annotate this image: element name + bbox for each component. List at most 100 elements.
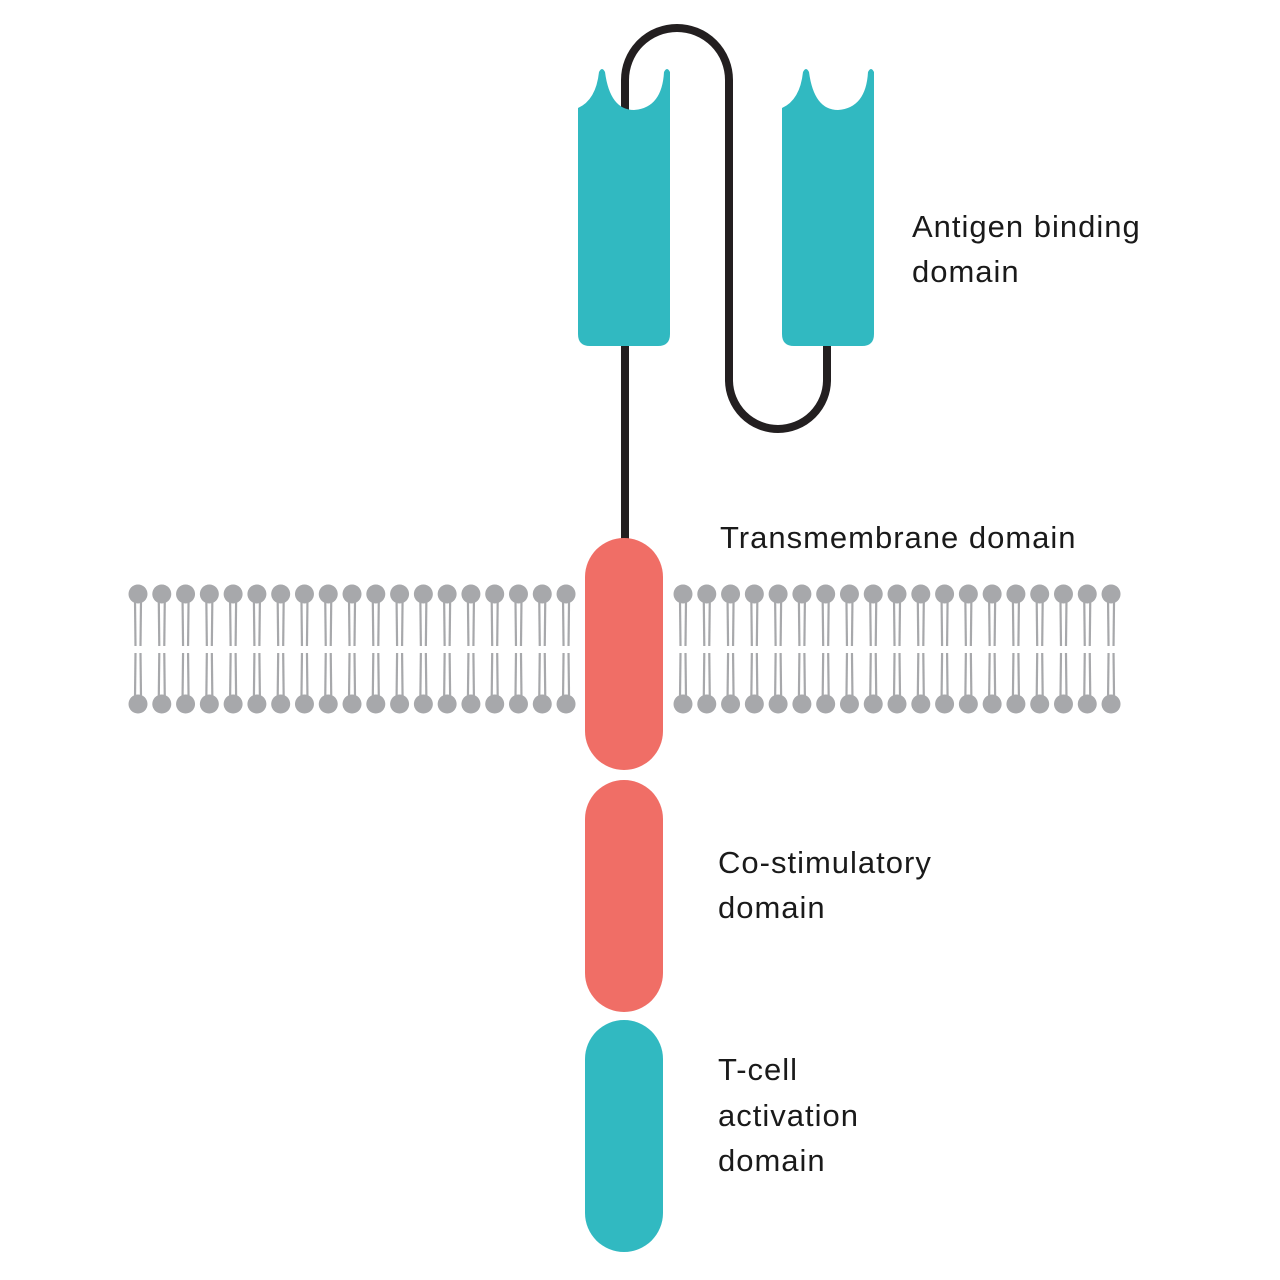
phospholipid bbox=[176, 584, 196, 714]
lipid-head bbox=[152, 584, 172, 604]
lipid-tail bbox=[797, 652, 801, 699]
lipid-tail bbox=[329, 599, 333, 647]
lipid-tail bbox=[1041, 652, 1044, 699]
lipid-tail bbox=[448, 599, 452, 647]
lipid-tail bbox=[774, 652, 777, 699]
lipid-tail bbox=[514, 599, 518, 647]
lipid-head bbox=[485, 694, 505, 714]
phospholipid bbox=[768, 584, 788, 714]
phospholipid bbox=[1101, 584, 1121, 714]
phospholipid bbox=[271, 584, 291, 714]
lipid-head bbox=[318, 584, 338, 604]
lipid-head bbox=[413, 694, 433, 714]
lipid-tail bbox=[300, 599, 304, 647]
lipid-tail bbox=[1106, 599, 1110, 647]
lipid-tail bbox=[1088, 652, 1092, 699]
lipid-head bbox=[697, 694, 717, 714]
lipid-head bbox=[128, 584, 148, 604]
lipid-head bbox=[556, 584, 576, 604]
lipid-tail bbox=[726, 652, 730, 699]
lipid-tail bbox=[1041, 599, 1044, 647]
lipid-tail bbox=[347, 599, 351, 647]
lipid-head bbox=[152, 694, 172, 714]
lipid-tail bbox=[276, 652, 280, 699]
lipid-tail bbox=[133, 652, 137, 699]
lipid-head bbox=[1030, 584, 1050, 604]
lipid-tail bbox=[945, 599, 949, 647]
lipid-tail bbox=[969, 652, 973, 699]
lipid-tail bbox=[1011, 599, 1015, 647]
lipid-tail bbox=[827, 599, 830, 647]
lipid-head bbox=[744, 584, 764, 604]
transmembrane-domain bbox=[585, 538, 663, 770]
lipid-tail bbox=[466, 652, 470, 699]
lipid-tail bbox=[157, 599, 161, 647]
lipid-head bbox=[437, 694, 457, 714]
phospholipid bbox=[839, 584, 859, 714]
phospholipid bbox=[935, 584, 955, 714]
hinge-linker bbox=[621, 24, 831, 545]
antigen-binding-label: Antigen binding domain bbox=[912, 209, 1150, 289]
lipid-tail bbox=[898, 599, 902, 647]
lipid-tail bbox=[1083, 652, 1086, 699]
lipid-tail bbox=[490, 599, 494, 647]
lipid-tail bbox=[496, 652, 499, 699]
lipid-tail bbox=[448, 652, 452, 699]
lipid-head bbox=[223, 694, 243, 714]
lipid-tail bbox=[945, 652, 949, 699]
lipid-head bbox=[1006, 694, 1026, 714]
phospholipid bbox=[413, 584, 433, 714]
lipid-tail bbox=[205, 599, 208, 647]
lipid-tail bbox=[940, 599, 944, 647]
phospholipid bbox=[342, 584, 362, 714]
lipid-head bbox=[768, 694, 788, 714]
lipid-tail bbox=[726, 599, 730, 647]
lipid-tail bbox=[821, 599, 825, 647]
lipid-head bbox=[413, 584, 433, 604]
lipid-tail bbox=[797, 599, 801, 647]
lipid-tail bbox=[1059, 652, 1063, 699]
antigen-binding-domain-vl bbox=[578, 69, 670, 346]
lipid-head bbox=[247, 584, 267, 604]
lipid-tail bbox=[519, 599, 523, 647]
lipid-tail bbox=[678, 599, 682, 647]
lipid-head bbox=[437, 584, 457, 604]
lipid-head bbox=[176, 584, 196, 604]
lipid-head bbox=[390, 584, 410, 604]
lipid-tail bbox=[282, 599, 285, 647]
lipid-head bbox=[485, 584, 505, 604]
lipid-tail bbox=[347, 652, 351, 699]
phospholipid bbox=[863, 584, 883, 714]
lipid-tail bbox=[1011, 652, 1015, 699]
phospholipid bbox=[887, 584, 907, 714]
lipid-tail bbox=[538, 599, 541, 647]
lipid-tail bbox=[472, 599, 476, 647]
lipid-tail bbox=[443, 652, 446, 699]
lipid-tail bbox=[702, 599, 706, 647]
lipid-tail bbox=[490, 652, 494, 699]
lipid-tail bbox=[371, 652, 375, 699]
lipid-tail bbox=[922, 599, 925, 647]
lipid-tail bbox=[139, 599, 143, 647]
lipid-tail bbox=[922, 652, 925, 699]
phospholipid bbox=[673, 584, 693, 714]
lipid-head bbox=[1030, 694, 1050, 714]
lipid-head bbox=[673, 694, 693, 714]
lipid-tail bbox=[252, 652, 256, 699]
phospholipid bbox=[1053, 584, 1073, 714]
lipid-tail bbox=[750, 652, 753, 699]
lipid-tail bbox=[969, 599, 973, 647]
lipid-tail bbox=[305, 599, 309, 647]
lipid-head bbox=[839, 584, 859, 604]
lipid-tail bbox=[845, 599, 849, 647]
lipid-tail bbox=[329, 652, 333, 699]
lipid-tail bbox=[371, 599, 375, 647]
lipid-tail bbox=[395, 652, 399, 699]
lipid-head bbox=[461, 694, 481, 714]
lipid-tail bbox=[276, 599, 280, 647]
lipid-head bbox=[768, 584, 788, 604]
lipid-tail bbox=[993, 599, 997, 647]
lipid-tail bbox=[466, 599, 470, 647]
phospholipid bbox=[128, 584, 148, 714]
lipid-tail bbox=[514, 652, 518, 699]
